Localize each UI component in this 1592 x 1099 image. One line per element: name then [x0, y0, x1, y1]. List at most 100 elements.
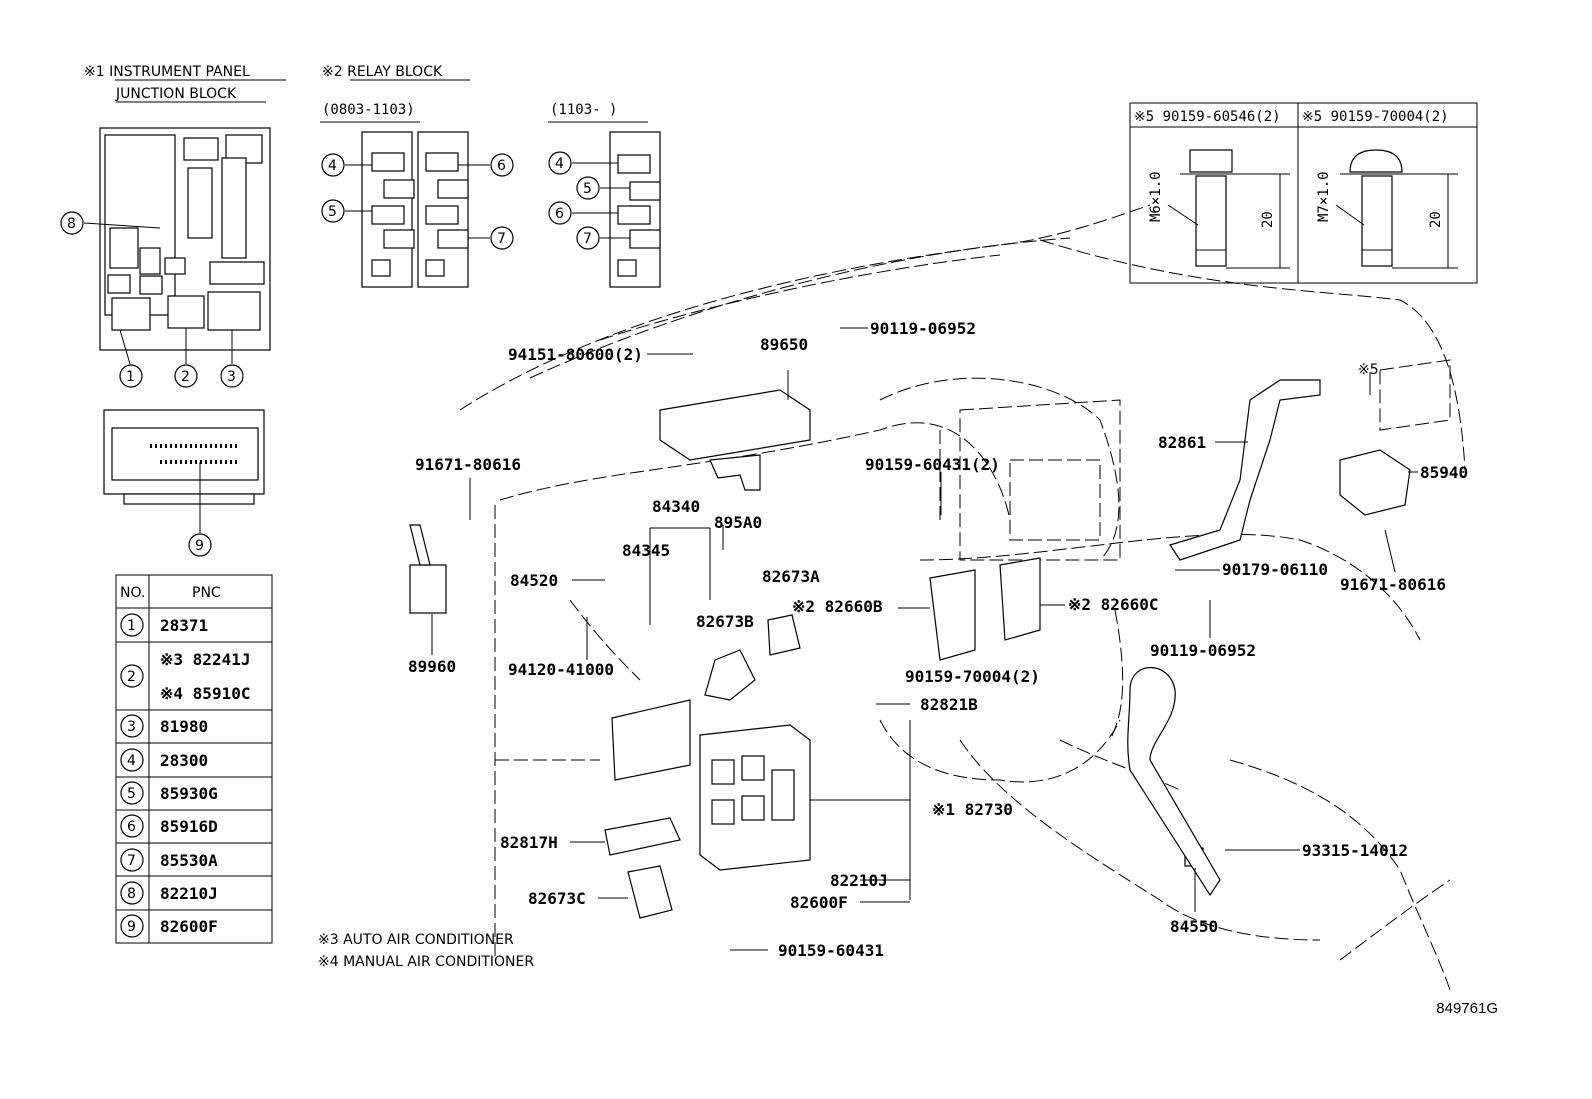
label-90159-60431-2: 90159-60431(2): [865, 455, 1000, 474]
label-82821B: 82821B: [920, 695, 978, 714]
label-84520: 84520: [510, 571, 558, 590]
part-82861-bracket: [1169, 379, 1321, 561]
note-instrument-panel: ※1 INSTRUMENT PANEL: [84, 64, 250, 80]
dashboard-outline: [459, 204, 1466, 991]
label-89650: 89650: [760, 335, 808, 354]
table-no-3: 3: [127, 719, 136, 735]
table-pnc-5: 85930G: [160, 784, 218, 803]
table-pnc-2b: ※4 85910C: [160, 684, 250, 703]
part-82673B-bracket: [704, 649, 756, 701]
label-82817H: 82817H: [500, 833, 558, 852]
label-82660B: ※2 82660B: [792, 597, 883, 616]
table-pnc-2a: ※3 82241J: [160, 650, 250, 669]
table-header-pnc: PNC: [192, 585, 221, 601]
table-pnc-6: 85916D: [160, 817, 218, 836]
bolt-b-title: ※5 90159-70004(2): [1302, 109, 1449, 125]
part-82660B-relay: [929, 569, 976, 661]
bolt-b-length: 20: [1428, 211, 1444, 228]
label-82210J: 82210J: [830, 871, 888, 890]
table-no-4: 4: [127, 753, 136, 769]
relay-block-b: [572, 131, 661, 288]
footnote-auto-ac: ※3 AUTO AIR CONDITIONER: [318, 932, 514, 948]
table-header-no: NO.: [120, 585, 145, 601]
label-82600F: 82600F: [790, 893, 848, 912]
bolt-a-title: ※5 90159-60546(2): [1134, 109, 1281, 125]
table-no-8: 8: [127, 886, 136, 902]
svg-text:8: 8: [67, 216, 76, 232]
part-89960-module: [409, 524, 447, 614]
part-82817H: [604, 817, 681, 856]
bolt-a-size: M6×1.0: [1148, 171, 1164, 222]
junction-block-side-view: [103, 409, 265, 533]
label-82730: ※1 82730: [932, 800, 1013, 819]
label-84345: 84345: [622, 541, 670, 560]
relay-callout-5a: 5: [321, 199, 345, 223]
relay-block-a: [345, 131, 490, 288]
note-relay-block: ※2 RELAY BLOCK: [322, 64, 443, 80]
drawing-code: 849761G: [1436, 1000, 1498, 1017]
relay-callout-5b: 5: [576, 176, 600, 200]
label-895A0: 895A0: [714, 513, 762, 532]
label-82673A: 82673A: [762, 567, 820, 586]
table-no-5: 5: [127, 786, 136, 802]
leader-lines: [431, 327, 1418, 951]
label-90179-06110: 90179-06110: [1222, 560, 1328, 579]
callout-circle-8: 8: [60, 211, 84, 235]
callout-circle-2: 2: [174, 364, 198, 388]
label-94120-41000: 94120-41000: [508, 660, 614, 679]
table-no-7: 7: [127, 853, 136, 869]
label-90119-06952-right: 90119-06952: [1150, 641, 1256, 660]
pnc-table: NO. PNC 1 28371 2 ※3 82241J ※4 85910C 3 …: [115, 574, 273, 944]
relay-callout-4b: 4: [548, 151, 572, 175]
svg-text:6: 6: [555, 206, 564, 222]
table-pnc-7: 85530A: [160, 851, 218, 870]
table-pnc-3: 81980: [160, 717, 208, 736]
relay-callout-6b: 6: [548, 201, 572, 225]
svg-text:6: 6: [497, 158, 506, 174]
relay-callout-7a: 7: [490, 226, 514, 250]
svg-text:3: 3: [227, 369, 236, 385]
table-no-9: 9: [127, 919, 136, 935]
svg-text:9: 9: [195, 538, 204, 554]
part-shift-lever: [1127, 667, 1221, 897]
relay-callout-6a: 6: [490, 153, 514, 177]
relay-callout-4a: 4: [321, 153, 345, 177]
label-85940: 85940: [1420, 463, 1468, 482]
part-89650-module: [659, 389, 811, 491]
label-82673B: 82673B: [696, 612, 754, 631]
label-note5: ※5: [1358, 362, 1379, 378]
callout-circle-9: 9: [188, 533, 212, 557]
table-no-6: 6: [127, 819, 136, 835]
label-84550: 84550: [1170, 917, 1218, 936]
svg-text:4: 4: [328, 158, 337, 174]
note-junction-block: JUNCTION BLOCK: [115, 86, 237, 102]
svg-text:5: 5: [583, 181, 592, 197]
label-91671-80616-right: 91671-80616: [1340, 575, 1446, 594]
label-82673C: 82673C: [528, 889, 586, 908]
label-91671-80616-left: 91671-80616: [415, 455, 521, 474]
label-89960: 89960: [408, 657, 456, 676]
junction-block-drawing: [83, 127, 271, 365]
table-no-1: 1: [127, 618, 136, 634]
part-82660C-relay: [999, 557, 1041, 641]
part-82673C-bracket: [627, 865, 673, 919]
callout-circle-1: 1: [119, 364, 143, 388]
range-label-a: (0803-1103): [322, 102, 415, 118]
table-pnc-9: 82600F: [160, 917, 218, 936]
table-pnc-8: 82210J: [160, 884, 218, 903]
label-84340: 84340: [652, 497, 700, 516]
svg-text:7: 7: [583, 231, 592, 247]
label-82861: 82861: [1158, 433, 1206, 452]
range-label-b: (1103- ): [550, 102, 617, 118]
footnote-manual-ac: ※4 MANUAL AIR CONDITIONER: [318, 954, 534, 970]
part-cover-plate: [611, 699, 691, 781]
relay-callout-7b: 7: [576, 226, 600, 250]
table-pnc-4: 28300: [160, 751, 208, 770]
label-90159-60431: 90159-60431: [778, 941, 884, 960]
svg-text:4: 4: [555, 156, 564, 172]
svg-text:1: 1: [126, 369, 135, 385]
svg-text:5: 5: [328, 204, 337, 220]
bolt-b-size: M7×1.0: [1316, 171, 1332, 222]
svg-text:7: 7: [497, 231, 506, 247]
